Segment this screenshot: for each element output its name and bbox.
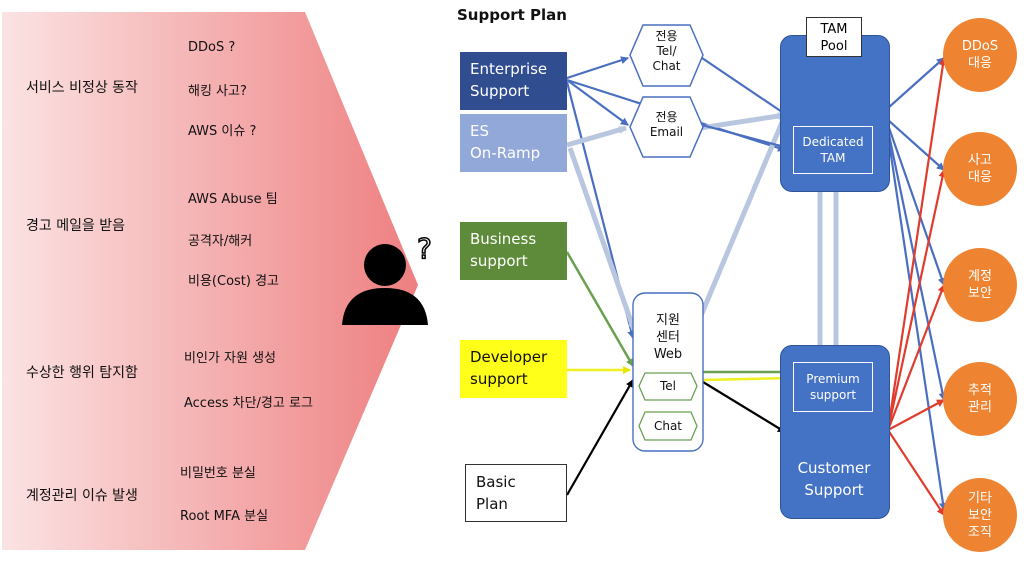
- premium-support-line-2: support: [809, 388, 857, 402]
- email-line-1: 전용: [655, 110, 678, 124]
- tel-hexagon-small: [638, 372, 698, 401]
- customer-support-line-1: Customer: [797, 459, 871, 477]
- developer-support-box: Developer support: [460, 340, 567, 398]
- developer-label-1: Developer: [470, 348, 548, 366]
- outcome-account-line-2: 보안: [968, 286, 992, 301]
- outcome-account-line-1: 계정: [968, 269, 992, 284]
- item-access-block: Access 차단/경고 로그: [184, 396, 313, 411]
- enterprise-support-box: Enterprise Support: [460, 52, 567, 110]
- item-aws-abuse: AWS Abuse 팀: [188, 192, 278, 207]
- outcome-incident-line-2: 대응: [968, 170, 992, 185]
- tam-pool-line-2: Pool: [820, 39, 848, 54]
- tel-label: Tel: [659, 379, 676, 393]
- user-question-icon: ?: [342, 231, 433, 325]
- email-label: 전용 Email: [630, 110, 703, 140]
- premium-support-line-1: Premium: [806, 372, 860, 386]
- business-label-2: support: [470, 252, 528, 270]
- outcome-tracking-line-1: 추적: [968, 383, 992, 398]
- chat-label: Chat: [653, 419, 683, 433]
- tel-chat-line-2: Tel/: [656, 44, 677, 58]
- category-service: 서비스 비정상 동작: [26, 80, 138, 96]
- arrows-tam-outcomes: [886, 57, 947, 511]
- web-center-label: 지원 센터 Web: [633, 312, 703, 363]
- customer-support-box: [780, 345, 890, 519]
- es-onramp-label-1: ES: [470, 122, 489, 140]
- dedicated-tam-box: Dedicated TAM: [793, 126, 873, 174]
- item-attacker: 공격자/해커: [188, 234, 253, 249]
- customer-support-line-2: Support: [804, 481, 864, 499]
- svg-text:?: ?: [417, 232, 432, 265]
- web-center-line-1: 지원: [656, 313, 680, 328]
- email-hexagon: [629, 96, 704, 158]
- item-hacking: 해킹 사고?: [188, 84, 247, 99]
- tel-chat-label: 전용 Tel/ Chat: [630, 29, 703, 74]
- enterprise-label-2: Support: [470, 82, 530, 100]
- tel-chat-line-1: 전용: [655, 29, 678, 43]
- dedicated-tam-line-2: TAM: [820, 151, 846, 165]
- item-aws-issue: AWS 이슈 ?: [188, 124, 257, 139]
- outcome-incident-line-1: 사고: [968, 153, 992, 168]
- item-ddos: DDoS ?: [188, 40, 236, 55]
- item-cost-alert: 비용(Cost) 경고: [188, 274, 280, 289]
- outcome-ddos-line-1: DDoS: [961, 39, 999, 54]
- customer-support-label: Customer Support: [780, 457, 888, 501]
- category-account: 계정관리 이슈 발생: [26, 488, 138, 504]
- outcome-other-line-1: 기타: [968, 490, 992, 506]
- incident-chevron: [2, 12, 418, 550]
- outcome-other-line-2: 보안: [968, 507, 992, 523]
- arrows-channels-tam: [701, 57, 789, 151]
- chat-hexagon-small: [638, 411, 698, 441]
- tam-pool-box: [780, 35, 890, 192]
- tam-pool-line-1: TAM: [820, 22, 848, 37]
- business-label-1: Business: [470, 230, 537, 248]
- outcome-other-line-3: 조직: [968, 524, 992, 540]
- business-support-box: Business support: [460, 222, 567, 280]
- premium-support-box: Premium support: [793, 362, 873, 412]
- item-mfa-lost: Root MFA 분실: [180, 509, 269, 524]
- es-onramp-label-2: On-Ramp: [470, 144, 541, 162]
- outcome-tracking-line-2: 관리: [968, 400, 992, 415]
- item-password-lost: 비밀번호 분실: [180, 466, 256, 481]
- dedicated-tam-line-1: Dedicated: [802, 135, 864, 149]
- tel-chat-hexagon: [629, 24, 704, 87]
- basic-label-2: Plan: [476, 495, 508, 513]
- arrows-business: [565, 251, 791, 376]
- arrows-basic: [566, 379, 786, 496]
- basic-plan-box: Basic Plan: [465, 464, 567, 522]
- category-suspicious: 수상한 행위 탐지함: [26, 365, 138, 381]
- es-onramp-box: ES On-Ramp: [460, 114, 567, 172]
- tel-chat-line-3: Chat: [652, 59, 681, 73]
- email-line-2: Email: [649, 125, 684, 139]
- category-alert-mail: 경고 메일을 받음: [26, 218, 126, 234]
- web-center-line-2: 센터: [656, 330, 680, 345]
- support-plan-title: Support Plan: [457, 6, 567, 24]
- arrows-support-outcomes: [886, 57, 947, 516]
- enterprise-label-1: Enterprise: [470, 60, 548, 78]
- tam-pool-label: TAM Pool: [806, 17, 862, 57]
- basic-label-1: Basic: [476, 473, 516, 491]
- web-center-line-3: Web: [653, 347, 683, 362]
- outcome-ddos: DDoS 대응: [943, 18, 1017, 92]
- arrows-developer: [567, 366, 791, 383]
- item-unauthorized: 비인가 자원 생성: [184, 351, 276, 366]
- outcome-ddos-line-2: 대응: [968, 56, 992, 71]
- developer-label-2: support: [470, 370, 528, 388]
